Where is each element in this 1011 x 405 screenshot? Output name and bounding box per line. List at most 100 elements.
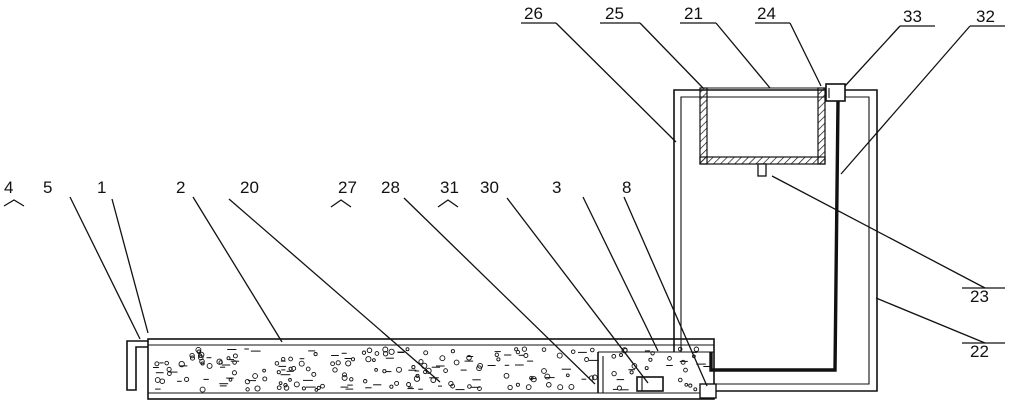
bubble <box>556 352 563 359</box>
bubble <box>439 355 446 362</box>
bubble <box>245 387 250 392</box>
bubble <box>430 377 437 383</box>
label-27: 27 <box>338 178 357 197</box>
bubble <box>382 351 389 357</box>
support-frame <box>673 89 878 399</box>
aeration-media <box>153 346 711 393</box>
bubble <box>320 383 325 389</box>
bubble <box>477 386 482 391</box>
bubble <box>467 384 472 389</box>
bubble <box>541 347 547 352</box>
bubble <box>278 381 283 385</box>
bubble <box>423 369 428 375</box>
bubble <box>466 355 472 361</box>
leader-lines <box>3 22 1005 387</box>
bubble <box>611 353 617 359</box>
bubble <box>683 367 688 373</box>
delivery-pipe <box>709 100 840 372</box>
bubble <box>305 366 311 372</box>
bubble <box>565 373 570 378</box>
bubble <box>507 384 513 391</box>
bubble <box>631 363 638 369</box>
bubble <box>382 369 387 374</box>
bubble <box>374 368 378 372</box>
bubble <box>496 357 501 362</box>
label-4: 4 <box>4 178 13 197</box>
bubble <box>521 346 528 352</box>
label-20: 20 <box>240 178 259 197</box>
bubble <box>667 356 672 361</box>
bubble <box>448 380 454 387</box>
bubble <box>199 386 206 393</box>
bubble <box>503 372 510 379</box>
bubble <box>189 355 196 361</box>
valve-box <box>825 83 846 102</box>
overflow-pipe <box>126 340 148 391</box>
label-2: 2 <box>176 178 185 197</box>
label-32: 32 <box>976 7 995 26</box>
upper-container <box>699 87 826 177</box>
bubble <box>372 358 376 362</box>
bubble <box>254 385 261 392</box>
bubble <box>313 352 318 357</box>
bubble <box>644 366 649 371</box>
bubble <box>262 368 266 373</box>
label-3: 3 <box>552 178 561 197</box>
bubble <box>382 346 389 353</box>
bubble <box>226 356 231 361</box>
bubble <box>283 383 288 388</box>
bubble <box>288 378 292 382</box>
bubble <box>515 382 520 387</box>
bubble <box>199 358 205 365</box>
bubble <box>648 357 653 362</box>
bubble <box>293 381 300 388</box>
bubble <box>298 360 305 367</box>
bubble <box>200 361 205 366</box>
bubble <box>341 374 348 381</box>
bubble <box>231 370 237 376</box>
label-22: 22 <box>970 342 989 361</box>
reference-numerals: 4 5 1 2 20 27 28 31 30 3 8 26 25 21 24 3… <box>4 4 995 361</box>
bubble <box>413 375 421 382</box>
bubble <box>684 382 689 387</box>
bubble <box>584 357 590 362</box>
bubble <box>164 360 169 366</box>
bubble <box>345 360 352 367</box>
bubble <box>274 361 280 366</box>
bubble <box>557 384 564 391</box>
bubble <box>189 352 195 359</box>
bubble <box>288 356 293 362</box>
bubble <box>206 362 213 369</box>
bubble <box>693 346 700 352</box>
bubble <box>394 380 400 386</box>
bubble <box>291 365 297 371</box>
bubble <box>677 346 683 352</box>
pump <box>636 376 664 392</box>
bubble <box>570 349 576 354</box>
label-31: 31 <box>440 178 459 197</box>
label-33: 33 <box>903 7 922 26</box>
bubble <box>350 357 356 362</box>
bubble <box>616 385 622 391</box>
bubble <box>316 385 321 390</box>
bubble <box>546 382 552 388</box>
bubble <box>363 379 368 384</box>
bubble <box>332 367 338 373</box>
bubble <box>349 377 354 382</box>
bubble <box>396 366 402 373</box>
bubble <box>443 368 448 373</box>
bubble <box>514 347 519 352</box>
bubble <box>688 383 693 388</box>
bubble <box>228 377 233 382</box>
bubble <box>590 347 595 353</box>
label-1: 1 <box>97 178 106 197</box>
bubble <box>184 376 190 382</box>
bubble <box>476 365 482 372</box>
bubble <box>301 386 306 391</box>
label-25: 25 <box>605 4 624 23</box>
bubble <box>283 385 290 391</box>
bubble <box>494 352 499 357</box>
label-24: 24 <box>757 4 776 23</box>
bubble <box>389 384 394 389</box>
